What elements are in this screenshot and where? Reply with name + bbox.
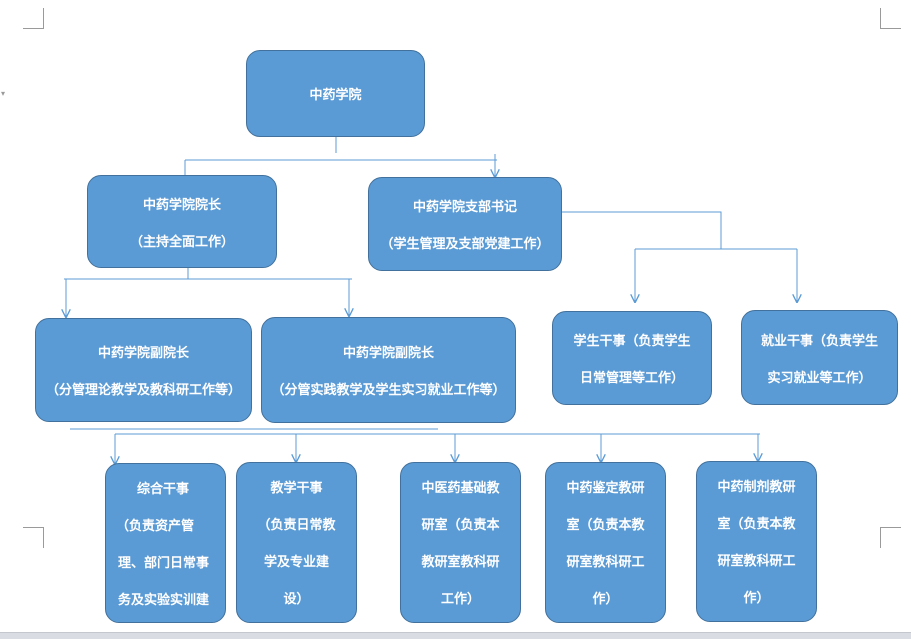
general-officer-line-1: 综合干事 — [137, 482, 190, 497]
teaching-officer-line-3: 学及专业建 — [263, 555, 329, 570]
general-officer-line-2: （负责资产管 — [116, 519, 195, 534]
dean-node: 中药学院院长 （主持全面工作） — [87, 175, 277, 268]
general-officer-line-3: 理、部门日常事 — [118, 556, 210, 571]
tcm-basics-office-line-3: 教研室教科研 — [421, 555, 500, 570]
tcm-basics-office-line-2: 研室（负责本 — [421, 518, 500, 533]
tcm-basics-office-line-4: 工作） — [440, 592, 480, 607]
teaching-officer-line-2: （负责日常教 — [257, 518, 336, 533]
crop-mark-top-right — [880, 8, 901, 29]
vice-dean-2-note: （分管实践教学及学生实习就业工作等） — [271, 383, 506, 398]
pharmaceutics-office-line-4: 作） — [743, 591, 770, 606]
crop-mark-bottom-left — [23, 527, 44, 548]
student-officer-line-2: 日常管理等工作） — [579, 371, 684, 386]
identification-office-line-3: 研室教科研工 — [566, 555, 645, 570]
identification-office-line-1: 中药鉴定教研 — [566, 481, 645, 496]
vice-dean-2-node: 中药学院副院长 （分管实践教学及学生实习就业工作等） — [261, 317, 516, 423]
dean-node-note: （主持全面工作） — [129, 234, 234, 250]
dean-node-title: 中药学院院长 — [142, 197, 221, 213]
student-officer-node: 学生干事（负责学生 日常管理等工作） — [552, 311, 712, 405]
teaching-officer-node: 教学干事 （负责日常教 学及专业建 设） — [236, 462, 357, 623]
crop-mark-top-left — [23, 8, 44, 29]
general-officer-line-4: 务及实验实训建 — [118, 593, 210, 608]
employment-officer-line-1: 就业干事（负责学生 — [760, 333, 878, 349]
employment-officer-node: 就业干事（负责学生 实习就业等工作） — [741, 310, 898, 405]
root-node: 中药学院 — [246, 50, 425, 137]
crop-mark-bottom-right — [880, 527, 901, 548]
identification-office-line-2: 室（负责本教 — [566, 518, 645, 533]
identification-office-line-4: 作） — [592, 592, 619, 607]
pharmaceutics-office-line-1: 中药制剂教研 — [717, 480, 796, 495]
student-officer-line-1: 学生干事（负责学生 — [573, 334, 691, 349]
margin-marker-icon: ▾ — [1, 89, 6, 98]
vice-dean-1-node: 中药学院副院长 （分管理论教学及教科研工作等） — [35, 318, 252, 422]
teaching-officer-line-1: 教学干事 — [270, 481, 323, 496]
identification-office-node: 中药鉴定教研 室（负责本教 研室教科研工 作） — [545, 462, 666, 623]
page-bottom-edge — [0, 632, 911, 639]
connector-secretary-right — [562, 211, 722, 249]
pharmaceutics-office-line-3: 研室教科研工 — [717, 554, 796, 569]
secretary-node: 中药学院支部书记 （学生管理及支部党建工作） — [368, 177, 562, 271]
pharmaceutics-office-line-2: 室（负责本教 — [717, 517, 796, 532]
secretary-node-note: （学生管理及支部党建工作） — [380, 237, 550, 252]
general-officer-node: 综合干事 （负责资产管 理、部门日常事 务及实验实训建 — [105, 463, 226, 623]
tcm-basics-office-node: 中医药基础教 研室（负责本 教研室教科研 工作） — [400, 462, 521, 623]
root-node-title: 中药学院 — [309, 88, 362, 103]
vice-dean-1-title: 中药学院副院长 — [97, 346, 189, 361]
employment-officer-line-2: 实习就业等工作） — [767, 370, 872, 386]
teaching-officer-line-4: 设） — [283, 592, 310, 607]
vice-dean-2-title: 中药学院副院长 — [342, 346, 434, 361]
vice-dean-1-note: （分管理论教学及教科研工作等） — [45, 383, 241, 398]
secretary-node-title: 中药学院支部书记 — [412, 200, 517, 215]
pharmaceutics-office-node: 中药制剂教研 室（负责本教 研室教科研工 作） — [696, 461, 817, 622]
tcm-basics-office-line-1: 中医药基础教 — [421, 481, 500, 496]
